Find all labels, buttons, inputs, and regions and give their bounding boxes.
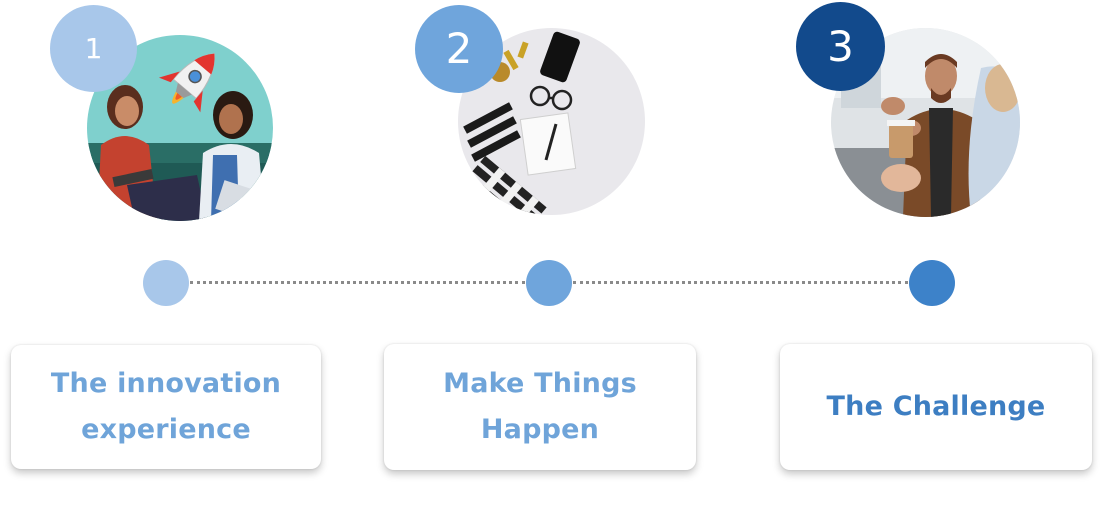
step-2-photo	[458, 28, 645, 215]
step-2-number: 2	[445, 24, 473, 73]
connector-1-2	[190, 281, 525, 284]
connector-2-3	[573, 281, 908, 284]
step-1-card: The innovation experience	[11, 345, 321, 469]
step-1-photo	[87, 35, 273, 221]
rocket-icon	[158, 53, 215, 113]
step-2-number-badge: 2	[415, 5, 503, 93]
step-3-node	[909, 260, 955, 306]
step-3-title: The Challenge	[826, 391, 1046, 422]
step-1-number-badge: 1	[50, 5, 137, 92]
step-3-number-badge: 3	[796, 2, 885, 91]
step-3-number: 3	[827, 21, 854, 71]
step-3-card: The Challenge	[780, 344, 1092, 470]
step-1-title: The innovation experience	[50, 368, 282, 445]
step-2-card: Make Things Happen	[384, 344, 696, 470]
step-2-title: Make Things Happen	[443, 368, 637, 445]
step-2-node	[526, 260, 572, 306]
step-1-number: 1	[84, 31, 103, 65]
step-1-node	[143, 260, 189, 306]
